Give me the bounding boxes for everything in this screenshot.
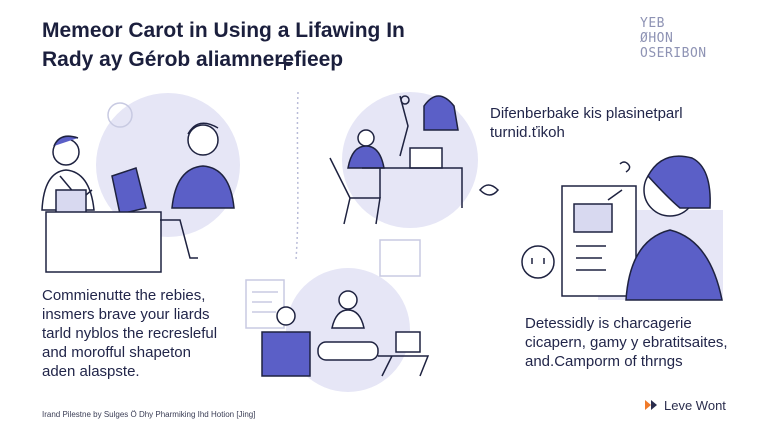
right-bottom-caption: Detessidly is charcagerie cicapern, gamy… [525, 314, 755, 371]
caption-line: cicapern, gamy y ebratitsaites, [525, 334, 728, 351]
footer-note: Irand Pilestne by Sulges Ö Dhy Pharmikin… [42, 410, 256, 419]
logo-text: Leve Wont [664, 397, 726, 413]
caption-line: aden alaspste. [42, 363, 140, 380]
right-top-caption: Difenberbake kis plasinetparl turnid.ťik… [490, 104, 720, 142]
title-line-1: Memeor Carot in Using a Lifawing In [42, 19, 405, 42]
sparkle-icon [278, 56, 292, 70]
caption-line: and morofful shapeton [42, 344, 191, 361]
title-line-2: Rady ay Gérob aliamnerefieep [42, 48, 344, 71]
caption-line: Difenberbake kis plasinetparl [490, 105, 683, 122]
left-small-circle [107, 102, 133, 128]
caption-line: turnid.ťikoh [490, 124, 565, 141]
laptop-icon [45, 167, 162, 273]
presenter-scene-icon [521, 155, 723, 301]
dotted-divider [295, 91, 299, 261]
caption-line: tarld nyblos the recresleful [42, 325, 218, 342]
logo-chevron-icon [645, 400, 657, 410]
desk-scene-icon [329, 95, 500, 225]
person-left-icon [41, 135, 95, 219]
caption-line: and.Camporm of thrngs [525, 353, 683, 370]
brand-mark-top: YEB ØHON OSERIBON [640, 16, 750, 61]
bottom-bg-circle [286, 268, 410, 392]
person-right-icon [160, 122, 235, 259]
caption-line: insmers brave your liards [42, 306, 210, 323]
brand-line: YEB [640, 16, 665, 31]
page-title: Memeor Carot in Using a Lifawing In Rady… [42, 16, 562, 74]
brand-line: OSERIBON [640, 46, 707, 61]
meeting-scene-icon [245, 239, 430, 377]
caption-line: Detessidly is charcagerie [525, 315, 692, 332]
left-caption: Commienutte the rebies, insmers brave yo… [42, 286, 282, 381]
caption-line: Commienutte the rebies, [42, 287, 206, 304]
brand-line: ØHON [640, 31, 674, 46]
brand-logo[interactable]: Leve Wont [644, 395, 754, 415]
